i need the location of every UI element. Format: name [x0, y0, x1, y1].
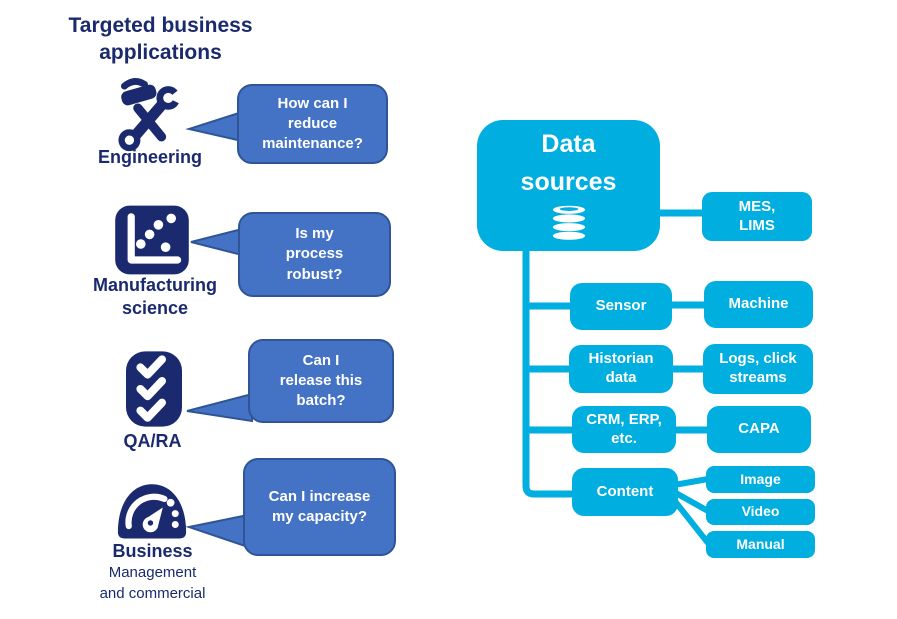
node-manual: Manual — [706, 531, 815, 558]
image-link — [673, 476, 709, 488]
page-title: Targeted business applications — [68, 14, 253, 65]
bubble-tail-manufacturing — [190, 227, 243, 257]
node-image: Image — [706, 466, 815, 493]
speech-bubble-engineering: How can I reduce maintenance? — [237, 84, 388, 164]
node-crm-erp: CRM, ERP, etc. — [572, 406, 676, 453]
hammer-wrench-icon — [104, 76, 192, 152]
speech-bubble-manufacturing: Is my process robust? — [238, 212, 391, 297]
application-label-manufacturing-science: Manufacturing science — [93, 275, 217, 318]
speech-bubble-qa-ra: Can I release this batch? — [248, 339, 394, 423]
bubble-text-manufacturing: Is my process robust? — [285, 225, 344, 283]
bubble-tail-qa-ra — [186, 392, 253, 423]
node-content: Content — [572, 468, 678, 516]
bubble-tail-engineering — [185, 110, 243, 143]
data-sources-label: Data sources — [520, 130, 617, 196]
node-video: Video — [706, 499, 815, 525]
database-icon — [538, 203, 600, 245]
application-sublabel-business: Management and commercial — [99, 564, 206, 602]
video-link — [672, 489, 710, 514]
node-machine: Machine — [704, 281, 813, 328]
node-sensor: Sensor — [570, 283, 672, 330]
bubble-text-qa-ra: Can I release this batch? — [279, 351, 363, 410]
node-historian-data: Historian data — [569, 345, 673, 393]
scatter-plot-icon — [112, 204, 192, 276]
bubble-text-engineering: How can I reduce maintenance? — [262, 94, 363, 153]
node-mes-lims: MES, LIMS — [702, 192, 812, 241]
checklist-icon — [122, 348, 186, 430]
trunk-line — [522, 248, 574, 498]
application-label-qa-ra: QA/RA — [123, 431, 182, 451]
node-logs-click-streams: Logs, click streams — [703, 344, 813, 394]
gauge-icon — [113, 478, 191, 540]
bubble-text-business: Can I increase my capacity? — [268, 487, 371, 525]
data-sources-root-node: Data sources — [477, 120, 660, 251]
manual-link — [671, 498, 711, 545]
application-label-business: Business — [112, 541, 193, 561]
node-capa: CAPA — [707, 406, 811, 453]
application-label-engineering: Engineering — [97, 147, 202, 167]
speech-bubble-business: Can I increase my capacity? — [243, 458, 396, 556]
